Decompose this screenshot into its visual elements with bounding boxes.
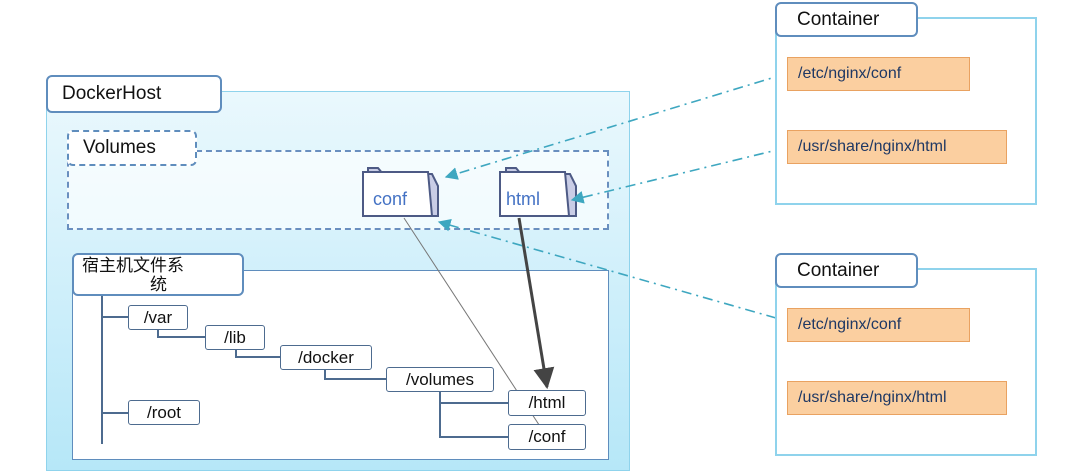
container-1-html-path: /usr/share/nginx/html (787, 130, 1007, 164)
folder-html-label: html (506, 189, 540, 209)
dockerhost-label: DockerHost (46, 75, 222, 113)
dir-html: /html (508, 390, 586, 416)
folder-html-icon: html (499, 167, 577, 217)
container-1-label: Container (775, 2, 918, 37)
host-filesystem-label: 宿主机文件系 统 (72, 253, 244, 296)
dir-docker: /docker (280, 345, 372, 370)
container-2-html-path: /usr/share/nginx/html (787, 381, 1007, 415)
container-2-box (775, 268, 1037, 456)
container-1-box (775, 17, 1037, 205)
mount-arrow-c1-conf (444, 73, 786, 180)
dir-conf: /conf (508, 424, 586, 450)
folder-conf-label: conf (373, 189, 408, 209)
host-filesystem-label-line-1: 宿主机文件系 (82, 255, 184, 275)
container-2-label: Container (775, 253, 918, 288)
html-to-host-arrow (517, 217, 555, 390)
dir-var: /var (128, 305, 188, 330)
container-1-conf-path: /etc/nginx/conf (787, 57, 970, 91)
tree-lines (101, 296, 508, 444)
volumes-label: Volumes (67, 130, 197, 166)
container-2-conf-path: /etc/nginx/conf (787, 308, 970, 342)
folder-conf-icon: conf (362, 167, 439, 217)
dir-lib: /lib (205, 325, 265, 350)
host-filesystem-label-line-2: 统 (150, 274, 167, 294)
dir-volumes: /volumes (386, 367, 494, 392)
dir-root: /root (128, 400, 200, 425)
mount-arrow-c1-html (570, 147, 786, 204)
mount-arrow-c2-conf (437, 219, 777, 319)
